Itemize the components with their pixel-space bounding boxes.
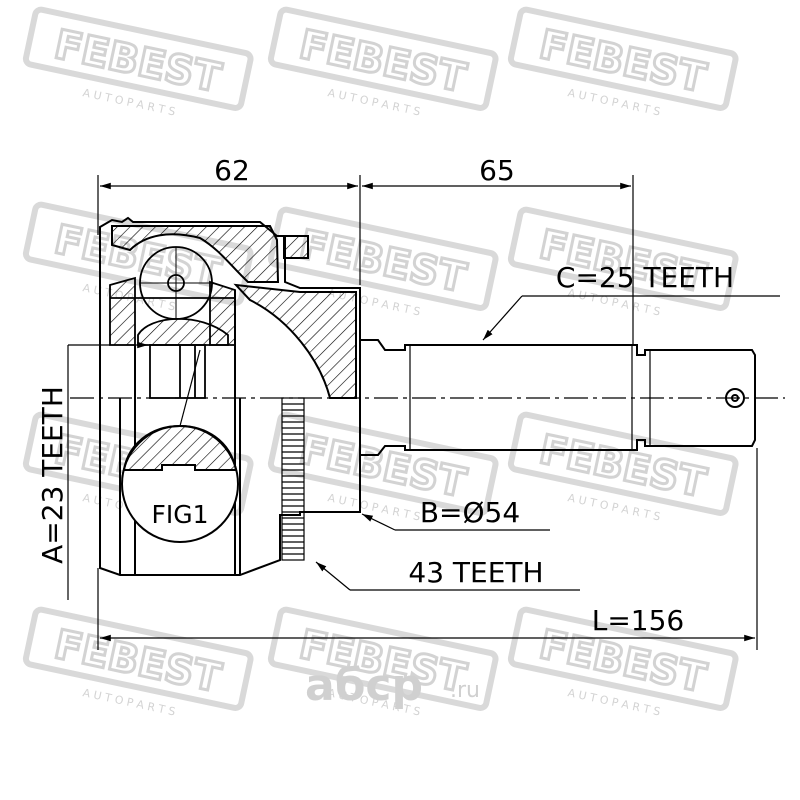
svg-text:.ru: .ru <box>450 678 480 703</box>
dim-62: 62 <box>214 154 250 187</box>
length-dimension <box>97 448 758 650</box>
inner-race <box>109 276 236 399</box>
dim-65: 65 <box>479 154 515 187</box>
svg-text:абср: абср <box>305 660 423 711</box>
leader-c <box>482 295 780 341</box>
dim-spline-outer: C=25 TEETH <box>556 261 734 294</box>
fig1-label: FIG1 <box>151 500 208 529</box>
dim-spline-inner: A=23 TEETH <box>36 386 69 564</box>
site-watermark: абср .ru <box>305 660 480 711</box>
outer-housing <box>99 216 361 576</box>
dim-bearing-diameter: B=Ø54 <box>420 496 520 529</box>
abs-ring <box>281 397 305 561</box>
ball <box>139 246 213 320</box>
dim-abs-teeth: 43 TEETH <box>408 556 543 589</box>
leader-abs <box>315 561 580 591</box>
leader-b <box>361 513 550 531</box>
top-dimensions <box>97 175 634 345</box>
stub-shaft <box>360 339 756 456</box>
dim-length: L=156 <box>592 604 685 637</box>
fig1-detail <box>121 349 239 543</box>
leader-a <box>67 341 148 600</box>
